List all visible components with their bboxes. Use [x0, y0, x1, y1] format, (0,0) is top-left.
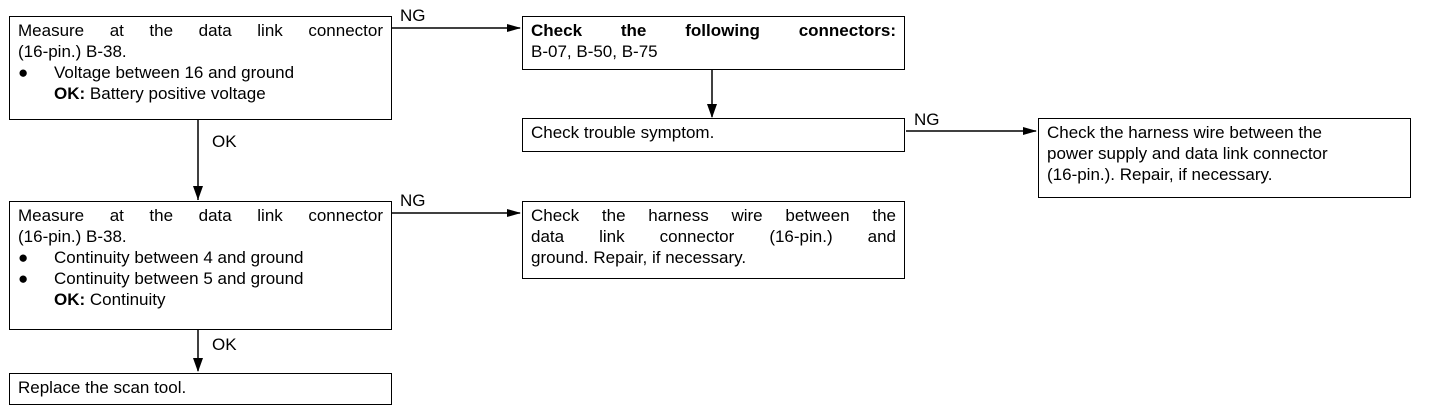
- check-connectors-line1: Check the following connectors:: [531, 20, 896, 41]
- check-harness-power-box: Check the harness wire between the power…: [1038, 118, 1411, 198]
- check-symptom-line1: Check trouble symptom.: [531, 123, 715, 142]
- measure-voltage-box: Measure at the data link connector (16-p…: [9, 16, 392, 120]
- measure-voltage-item1-text: Voltage between 16 and ground: [54, 63, 295, 82]
- measure-voltage-line1: Measure at the data link connector: [18, 21, 383, 40]
- measure-continuity-item1: ● Continuity between 4 and ground: [18, 247, 383, 268]
- bullet-icon: ●: [18, 63, 29, 82]
- check-harness-power-line1: Check the harness wire between the: [1047, 123, 1322, 142]
- ok-label-2: OK: [212, 335, 237, 354]
- measure-continuity-item2-text: Continuity between 5 and ground: [54, 269, 304, 288]
- check-symptom-box: Check trouble symptom.: [522, 118, 905, 152]
- check-harness-ground-line2: data link connector (16-pin.) and: [531, 227, 896, 246]
- ok-label: OK:: [54, 84, 86, 103]
- ok-value: Continuity: [89, 290, 166, 309]
- bullet-icon: ●: [18, 269, 29, 288]
- measure-voltage-ok: OK: Battery positive voltage: [18, 83, 383, 104]
- measure-continuity-item1-text: Continuity between 4 and ground: [54, 248, 304, 267]
- check-connectors-box: Check the following connectors: B-07, B-…: [522, 16, 905, 70]
- arrowhead-ok-to-continuity: [193, 186, 203, 200]
- check-harness-ground-line1: Check the harness wire between the: [531, 206, 896, 225]
- measure-continuity-box: Measure at the data link connector (16-p…: [9, 201, 392, 330]
- ok-label: OK:: [54, 290, 86, 309]
- ng-label-1: NG: [400, 6, 426, 25]
- measure-voltage-item1: ● Voltage between 16 and ground: [18, 62, 383, 83]
- arrowhead-ok-to-replace: [193, 358, 203, 372]
- check-connectors-line2: B-07, B-50, B-75: [531, 42, 658, 61]
- replace-scan-tool-box: Replace the scan tool.: [9, 373, 392, 405]
- measure-continuity-line2: (16-pin.) B-38.: [18, 227, 127, 246]
- ok-value: Battery positive voltage: [89, 84, 266, 103]
- check-harness-ground-line3: ground. Repair, if necessary.: [531, 248, 747, 267]
- check-harness-power-line2: power supply and data link connector: [1047, 144, 1328, 163]
- check-harness-ground-box: Check the harness wire between the data …: [522, 201, 905, 279]
- ng-label-3: NG: [914, 110, 940, 129]
- ng-label-2: NG: [400, 191, 426, 210]
- check-harness-power-line3: (16-pin.). Repair, if necessary.: [1047, 165, 1273, 184]
- check-connectors-title: Check the following connectors:: [531, 21, 896, 40]
- bullet-icon: ●: [18, 248, 29, 267]
- replace-scan-tool-line1: Replace the scan tool.: [18, 378, 187, 397]
- measure-continuity-ok: OK: Continuity: [18, 289, 383, 310]
- ok-label-1: OK: [212, 132, 237, 151]
- measure-continuity-line1: Measure at the data link connector: [18, 206, 383, 225]
- measure-continuity-item2: ● Continuity between 5 and ground: [18, 268, 383, 289]
- arrowhead-connectors-to-symptom: [707, 104, 717, 118]
- measure-voltage-line2: (16-pin.) B-38.: [18, 42, 127, 61]
